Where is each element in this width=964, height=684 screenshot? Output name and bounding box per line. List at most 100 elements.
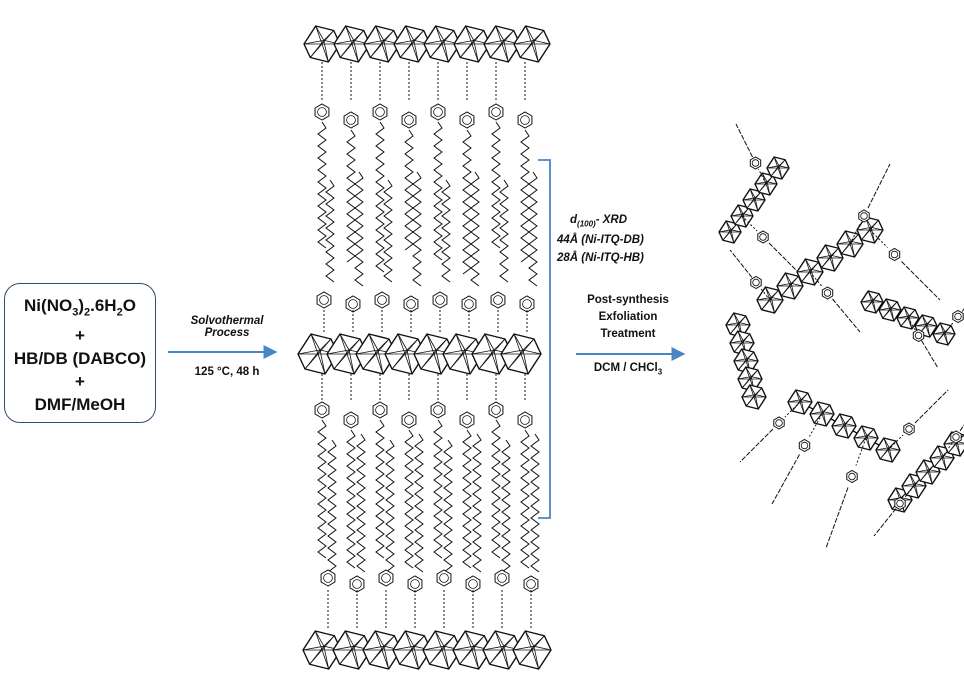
octahedron-edge [745, 387, 763, 407]
octahedron-edge [339, 30, 365, 58]
aromatic-circle [375, 107, 385, 117]
octahedron-edge [369, 635, 395, 665]
alkyl-chain [914, 389, 949, 424]
octahedron-edge [722, 223, 738, 241]
octahedron-edge [465, 630, 475, 647]
octahedron-edge [851, 241, 864, 245]
octahedron-edge [423, 40, 444, 45]
aromatic-circle [775, 419, 783, 427]
benzene-ring [401, 111, 417, 129]
aromatic-circle [896, 499, 904, 508]
octahedron-edge [304, 338, 332, 370]
benzene-ring [517, 111, 533, 129]
octahedron-edge [420, 338, 448, 370]
aromatic-circle [520, 115, 530, 125]
octahedron-edge [391, 338, 419, 370]
alkyl-chain [499, 179, 509, 283]
alkyl-chain [356, 433, 366, 573]
top-octahedral-layer [303, 25, 551, 63]
octahedron [392, 630, 432, 670]
pillar-link [943, 321, 955, 335]
alkyl-chain [375, 419, 385, 559]
benzene-ring [773, 416, 785, 430]
pillar-link [907, 317, 916, 331]
octahedron [355, 333, 397, 375]
alkyl-chain [346, 429, 356, 569]
octahedron-edge [513, 40, 534, 45]
octahedron-edge [368, 333, 379, 351]
aromatic-circle [433, 405, 443, 415]
alkyl-chain [735, 123, 753, 158]
octahedron-edge [315, 630, 325, 647]
bottom-octahedral-layer [302, 630, 552, 670]
pillar-link [903, 485, 915, 499]
octahedron-edge [771, 297, 784, 301]
alkyl-chain [404, 129, 414, 251]
aromatic-circle [800, 441, 809, 450]
pillar-link [887, 434, 904, 451]
benzene-ring [846, 469, 858, 484]
octahedron [742, 188, 766, 212]
alkyl-chain [433, 121, 443, 261]
exfoliated-sheet-1 [718, 123, 803, 277]
benzene-ring [858, 209, 870, 223]
alkyl-chain [472, 433, 482, 573]
interlayer-bracket [538, 159, 551, 519]
reagent-solvent: DMF/MeOH [34, 395, 126, 415]
aromatic-circle [346, 415, 356, 425]
octahedron [422, 630, 462, 670]
aromatic-circle [377, 295, 387, 305]
octahedron-edge [770, 159, 786, 177]
octahedron-edge [309, 635, 335, 665]
benzene-ring [403, 295, 419, 313]
alkyl-chain [901, 261, 941, 301]
benzene-ring [894, 496, 906, 511]
benzene-ring [436, 569, 452, 587]
pillar-link [941, 442, 953, 459]
octahedron-edge [465, 25, 475, 41]
octahedron-edge [489, 635, 515, 665]
benzene-ring [912, 328, 925, 343]
alkyl-chain [771, 454, 800, 505]
octahedron-edge [429, 635, 455, 665]
octahedron-edge [355, 349, 379, 355]
alkyl-chain [768, 242, 803, 277]
plus-sign-1: + [75, 326, 85, 346]
octahedron-edge [362, 338, 390, 370]
octahedron [878, 298, 902, 322]
octahedron-edge [442, 349, 466, 355]
pillar-link [741, 215, 758, 232]
aromatic-circle [848, 472, 856, 481]
benzene-ring [888, 247, 901, 262]
benzene-ring [494, 569, 510, 587]
benzene-ring [314, 401, 330, 419]
aromatic-circle [381, 573, 391, 583]
benzene-ring [407, 575, 423, 593]
aromatic-circle [317, 405, 327, 415]
octahedron [914, 314, 938, 338]
aromatic-circle [462, 415, 472, 425]
alkyl-chain [520, 129, 530, 263]
alkyl-chain [443, 439, 453, 573]
reagent-nickel-nitrate: Ni(NO3)2.6H2O [24, 296, 136, 319]
aromatic-circle [752, 278, 760, 287]
octahedron-edge [513, 333, 524, 351]
aromatic-circle [491, 107, 501, 117]
exfoliated-sheet-4 [725, 312, 767, 410]
benzene-ring [432, 291, 448, 309]
alkyl-chain [325, 179, 335, 283]
octahedron-edge [483, 40, 504, 45]
exfoliation-label: Post-synthesis Exfoliation Treatment [587, 294, 669, 340]
octahedron-edge [405, 630, 415, 647]
aromatic-circle [317, 107, 327, 117]
benzene-ring [517, 411, 533, 429]
octahedron [729, 330, 755, 356]
lower-pillars [314, 374, 540, 630]
octahedron [303, 25, 341, 63]
octahedron-edge [435, 25, 445, 41]
octahedron-edge [519, 30, 545, 58]
octahedron-edge [362, 645, 384, 651]
octahedron-edge [482, 645, 504, 651]
octahedron [860, 290, 884, 314]
alkyl-chain [327, 439, 337, 573]
